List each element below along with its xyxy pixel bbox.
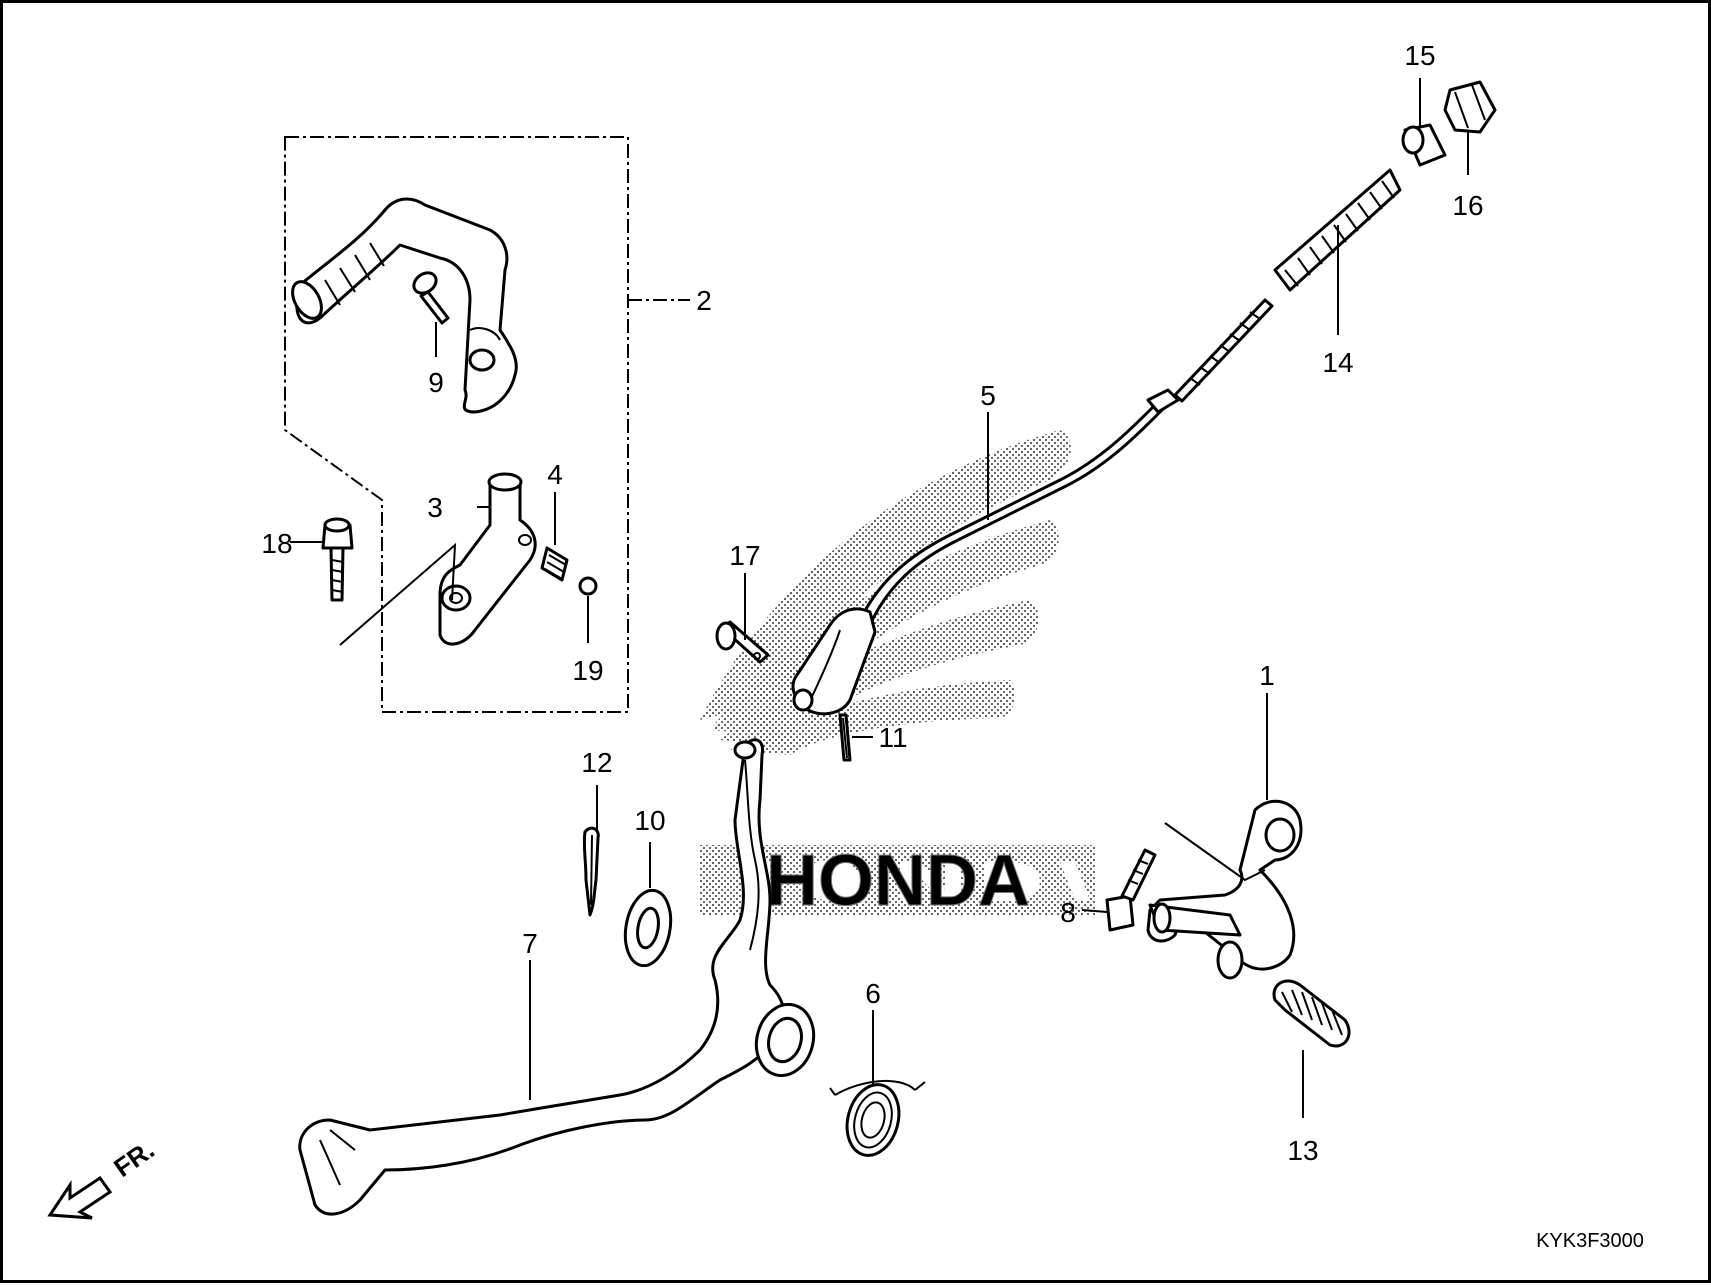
part-10-washer bbox=[623, 888, 673, 968]
callout-17: 17 bbox=[729, 540, 760, 571]
callout-labels: 1 2 3 4 5 6 7 8 9 10 11 12 13 14 15 16 1… bbox=[261, 40, 1483, 1166]
honda-text-watermark: HONDA bbox=[700, 841, 1095, 922]
part-19-ball bbox=[578, 576, 598, 596]
callout-18: 18 bbox=[261, 528, 292, 559]
callout-5: 5 bbox=[980, 380, 996, 411]
callout-9: 9 bbox=[428, 367, 444, 398]
part-12-cotter bbox=[582, 826, 600, 917]
callout-16: 16 bbox=[1452, 190, 1483, 221]
part-5-brake-rod bbox=[858, 298, 1274, 627]
part-3-pivot-joint bbox=[438, 472, 537, 646]
part-4-spring bbox=[540, 546, 569, 582]
callout-15: 15 bbox=[1404, 40, 1435, 71]
callout-13: 13 bbox=[1287, 1135, 1318, 1166]
callout-3: 3 bbox=[427, 492, 443, 523]
callout-2: 2 bbox=[696, 285, 712, 316]
front-arrow-icon bbox=[47, 1175, 113, 1220]
part-8-bolt bbox=[1105, 848, 1157, 932]
part-7-brake-pedal bbox=[298, 738, 816, 1216]
part-9-pin bbox=[412, 271, 450, 325]
callout-19: 19 bbox=[572, 655, 603, 686]
diagram-code: KYK3F3000 bbox=[1536, 1230, 1644, 1252]
callout-1: 1 bbox=[1259, 660, 1275, 691]
part-1-pivot-shaft bbox=[1146, 799, 1303, 980]
shaft-leader bbox=[1164, 822, 1266, 882]
part-18-bolt bbox=[321, 517, 354, 602]
front-direction-indicator: FR. bbox=[47, 1134, 160, 1220]
assembly-bolt-leader bbox=[339, 542, 457, 646]
part-16-nut bbox=[1443, 80, 1497, 134]
front-direction-label: FR. bbox=[108, 1134, 160, 1183]
part-15-collar bbox=[1401, 123, 1447, 167]
callout-6: 6 bbox=[865, 978, 881, 1009]
part-17-pin bbox=[715, 620, 770, 664]
callout-11: 11 bbox=[878, 722, 907, 753]
callout-4: 4 bbox=[547, 459, 563, 490]
leader-lines bbox=[290, 78, 1469, 1118]
part-2-pedal-tip bbox=[291, 197, 518, 414]
part-6-return-spring bbox=[829, 1079, 926, 1157]
callout-10: 10 bbox=[634, 805, 665, 836]
honda-watermark-text: HONDA bbox=[766, 841, 1030, 921]
callout-14: 14 bbox=[1322, 347, 1353, 378]
rod-clevis bbox=[791, 607, 877, 716]
part-13-grip bbox=[1272, 979, 1351, 1048]
assembly-group-outline bbox=[284, 136, 629, 713]
callout-8: 8 bbox=[1060, 897, 1076, 928]
part-11-cotter bbox=[838, 713, 852, 762]
callout-12: 12 bbox=[581, 747, 612, 778]
callout-7: 7 bbox=[522, 928, 538, 959]
